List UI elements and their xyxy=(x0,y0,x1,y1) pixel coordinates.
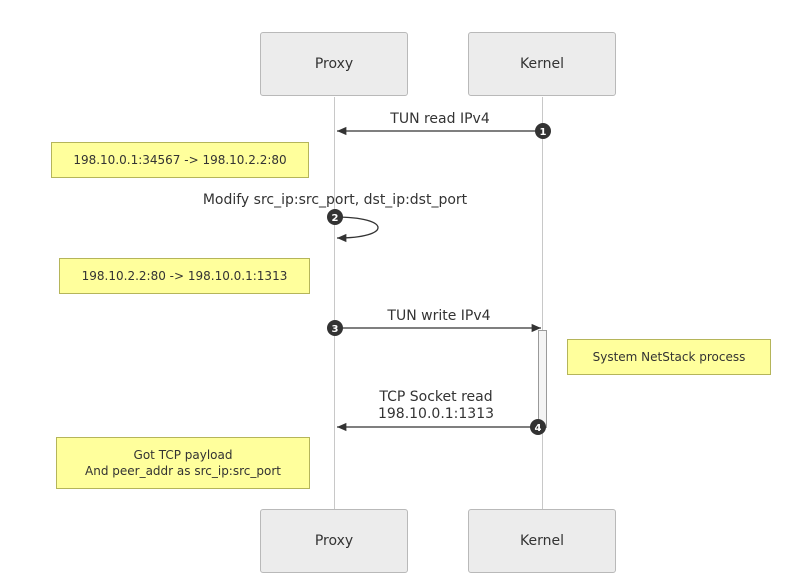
message-4-badge: 4 xyxy=(530,419,546,435)
actor-proxy-top: Proxy xyxy=(260,32,408,96)
actor-proxy-label: Proxy xyxy=(314,533,354,549)
note-tcp-payload-line2: And peer_addr as src_ip:src_port xyxy=(85,464,281,478)
actor-proxy-bottom: Proxy xyxy=(260,509,408,573)
message-3-number: 3 xyxy=(332,324,339,335)
message-2-badge: 2 xyxy=(327,209,343,225)
actor-proxy-label: Proxy xyxy=(314,56,354,72)
message-2-arrow xyxy=(334,216,379,243)
message-2-number: 2 xyxy=(332,213,339,224)
message-2-label: Modify src_ip:src_port, dst_ip:dst_port xyxy=(202,192,468,208)
note-netstack-text: System NetStack process xyxy=(592,350,746,364)
message-3-badge: 3 xyxy=(327,320,343,336)
proxy-lifeline xyxy=(334,97,335,509)
kernel-lifeline xyxy=(542,97,543,509)
actor-kernel-label: Kernel xyxy=(520,533,564,549)
note-tcp-payload-line1: Got TCP payload xyxy=(133,448,233,462)
message-1-label: TUN read IPv4 xyxy=(390,111,490,127)
message-1-badge: 1 xyxy=(535,123,551,139)
note-rewritten-addr-text: 198.10.2.2:80 -> 198.10.0.1:1313 xyxy=(81,269,288,283)
actor-kernel-bottom: Kernel xyxy=(468,509,616,573)
note-src-to-dst: 198.10.0.1:34567 -> 198.10.2.2:80 xyxy=(51,142,309,178)
note-src-to-dst-text: 198.10.0.1:34567 -> 198.10.2.2:80 xyxy=(73,153,287,167)
message-1-number: 1 xyxy=(540,127,547,138)
message-4-label-line1: TCP Socket read xyxy=(379,389,493,405)
actor-kernel-label: Kernel xyxy=(520,56,564,72)
message-4-number: 4 xyxy=(535,423,542,434)
message-4-label-line2: 198.10.0.1:1313 xyxy=(377,406,495,422)
actor-kernel-top: Kernel xyxy=(468,32,616,96)
message-3-label: TUN write IPv4 xyxy=(387,308,491,324)
note-tcp-payload: Got TCP payload And peer_addr as src_ip:… xyxy=(56,437,310,489)
note-rewritten-addr: 198.10.2.2:80 -> 198.10.0.1:1313 xyxy=(59,258,310,294)
note-netstack: System NetStack process xyxy=(567,339,771,375)
